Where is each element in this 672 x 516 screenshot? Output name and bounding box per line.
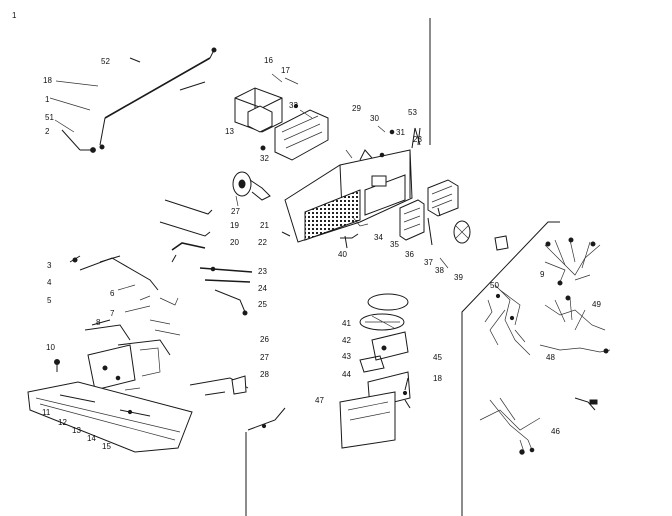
part-label: 36 (405, 250, 414, 259)
part-label: 5 (47, 296, 52, 305)
main-housing (281, 125, 421, 243)
lower-bracket (189, 375, 286, 516)
gear-assembly (339, 293, 411, 449)
part-label: 19 (230, 221, 239, 230)
part-label: 34 (374, 233, 383, 242)
part-label: 18 (433, 374, 442, 383)
part-label: 45 (433, 353, 442, 362)
part-label: 2 (45, 127, 50, 136)
part-label: 41 (342, 319, 351, 328)
part-label: 27 (260, 353, 269, 362)
part-label: 32 (260, 154, 269, 163)
part-label: 44 (342, 370, 351, 379)
part-label: 47 (315, 396, 324, 405)
part-label: 13 (225, 127, 234, 136)
part-label: 38 (435, 266, 444, 275)
part-label: 12 (58, 418, 67, 427)
part-label: 15 (102, 442, 111, 451)
part-label: 10 (46, 343, 55, 352)
part-label: 7 (110, 309, 115, 318)
part-label: 29 (352, 104, 361, 113)
wiring-harnesses (479, 237, 611, 455)
part-label: 1 (45, 95, 50, 104)
part-label: 14 (87, 434, 96, 443)
fan-motor (232, 171, 271, 207)
lower-frame (54, 255, 181, 391)
part-label: 30 (370, 114, 379, 123)
part-label: 50 (490, 281, 499, 290)
part-label: 39 (454, 273, 463, 282)
part-label: 17 (281, 66, 290, 75)
part-label: 31 (396, 128, 405, 137)
part-label: 28 (260, 370, 269, 379)
part-label: 21 (260, 221, 269, 230)
part-label: 53 (408, 108, 417, 117)
part-label: 20 (230, 238, 239, 247)
front-panel (27, 381, 193, 453)
part-label: 49 (592, 300, 601, 309)
part-label: 48 (546, 353, 555, 362)
linkage-rods (159, 199, 253, 316)
part-label: 35 (390, 240, 399, 249)
top-rod-assembly (49, 47, 217, 153)
part-label: 11 (42, 408, 51, 417)
part-label: 33 (289, 101, 298, 110)
part-label: 16 (264, 56, 273, 65)
wiring-panel-outline (417, 18, 560, 516)
part-label: 43 (342, 352, 351, 361)
part-label: 40 (338, 250, 347, 259)
part-label: 52 (101, 57, 110, 66)
page-marker: 1 (12, 11, 17, 20)
part-label: 46 (551, 427, 560, 436)
part-label: 26 (260, 335, 269, 344)
part-label: 8 (96, 318, 101, 327)
part-label: 51 (45, 113, 54, 122)
part-label: 9 (540, 270, 545, 279)
part-label: 13 (72, 426, 81, 435)
part-label: 4 (47, 278, 52, 287)
compressor-box-assembly (234, 73, 329, 161)
part-label: 23 (413, 135, 422, 144)
part-label: 24 (258, 284, 267, 293)
control-parts (340, 179, 509, 269)
part-label: 37 (424, 258, 433, 267)
part-label: 27 (231, 207, 240, 216)
part-label: 6 (110, 289, 115, 298)
part-label: 3 (47, 261, 52, 270)
part-label: 22 (258, 238, 267, 247)
part-label: 25 (258, 300, 267, 309)
part-label: 18 (43, 76, 52, 85)
part-label: 42 (342, 336, 351, 345)
part-label: 23 (258, 267, 267, 276)
